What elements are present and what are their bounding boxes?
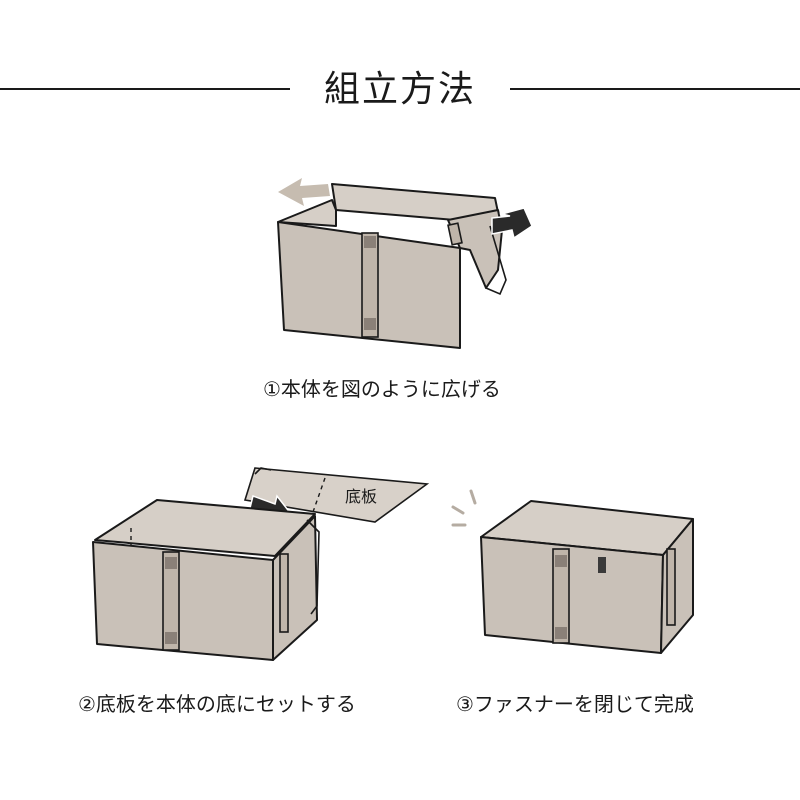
sparkle-mark-1 — [469, 489, 477, 505]
page-title: 組立方法 — [323, 69, 476, 110]
box2-strap-tag-top — [165, 557, 177, 569]
left-side-panel — [277, 199, 337, 227]
box3-front-strap — [552, 548, 570, 644]
board-fold-line — [312, 477, 326, 513]
box3-front — [480, 536, 664, 654]
right-flap — [447, 209, 503, 289]
expand-arrow-left — [278, 178, 330, 206]
center-strap — [361, 232, 379, 338]
step1-caption: ①本体を図のように広げる — [263, 377, 501, 401]
title-rule-right — [510, 88, 800, 90]
box2-interior — [94, 499, 316, 557]
board-label: 底板 — [345, 487, 377, 506]
board-tab — [254, 467, 272, 475]
strap-tag-bottom — [364, 318, 376, 330]
step1-illustration — [277, 178, 533, 349]
sparkle-mark-2 — [451, 505, 465, 515]
title-rule-left — [0, 88, 290, 90]
strap-tag-top — [364, 236, 376, 248]
title-row: 組立方法 — [0, 60, 800, 120]
box3-strap-tag-bottom — [555, 627, 567, 639]
expand-arrow-right — [491, 207, 533, 240]
bottom-board — [243, 467, 430, 523]
box2-side-strap — [279, 553, 289, 633]
step3-illustration — [451, 489, 694, 654]
step2-caption: ②底板を本体の底にセットする — [78, 692, 356, 716]
right-flap-edge — [485, 225, 507, 296]
step3-caption: ③ファスナーを閉じて完成 — [456, 692, 694, 716]
box3-zipper — [480, 518, 694, 556]
box3-strap-tag-top — [555, 555, 567, 567]
box2-front-strap — [162, 551, 180, 651]
box3-side-strap — [666, 548, 676, 626]
box2-flap — [306, 519, 320, 615]
step2-illustration: 底板 — [92, 467, 430, 661]
zipper-pull-icon — [598, 557, 606, 573]
side-strap — [447, 222, 463, 246]
box2-front — [92, 541, 274, 661]
box2-strap-tag-bottom — [165, 632, 177, 644]
